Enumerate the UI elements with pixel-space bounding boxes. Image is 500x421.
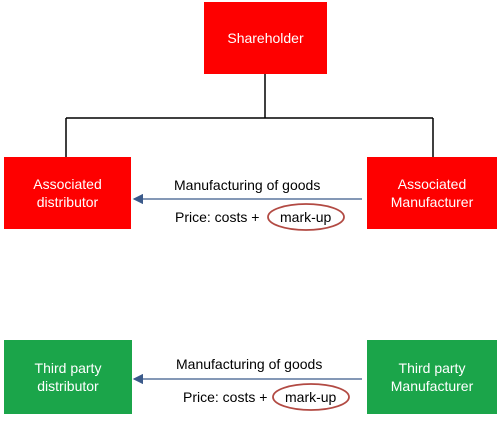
top-price-prefix: Price: costs + xyxy=(175,209,260,225)
bottom-price-markup: mark-up xyxy=(285,389,337,405)
bottom-price-prefix: Price: costs + xyxy=(183,389,268,405)
top-markup-circle xyxy=(267,203,345,231)
top-price-markup: mark-up xyxy=(280,209,332,225)
shareholder-box: Shareholder xyxy=(204,2,327,74)
third-party-manufacturer-box: Third party Manufacturer xyxy=(367,340,497,414)
associated-manufacturer-box: Associated Manufacturer xyxy=(367,157,497,229)
shareholder-label: Shareholder xyxy=(227,30,304,46)
third-party-distributor-box: Third party distributor xyxy=(4,340,132,414)
third-party-manufacturer-label: Third party Manufacturer xyxy=(390,360,474,394)
third-party-distributor-label: Third party distributor xyxy=(34,360,102,394)
bottom-flow-label: Manufacturing of goods xyxy=(176,356,323,372)
bottom-markup-circle xyxy=(272,383,350,411)
top-flow-label: Manufacturing of goods xyxy=(174,177,321,193)
associated-manufacturer-label: Associated Manufacturer xyxy=(390,176,474,210)
associated-distributor-label: Associated distributor xyxy=(33,176,102,210)
associated-distributor-box: Associated distributor xyxy=(4,157,131,229)
